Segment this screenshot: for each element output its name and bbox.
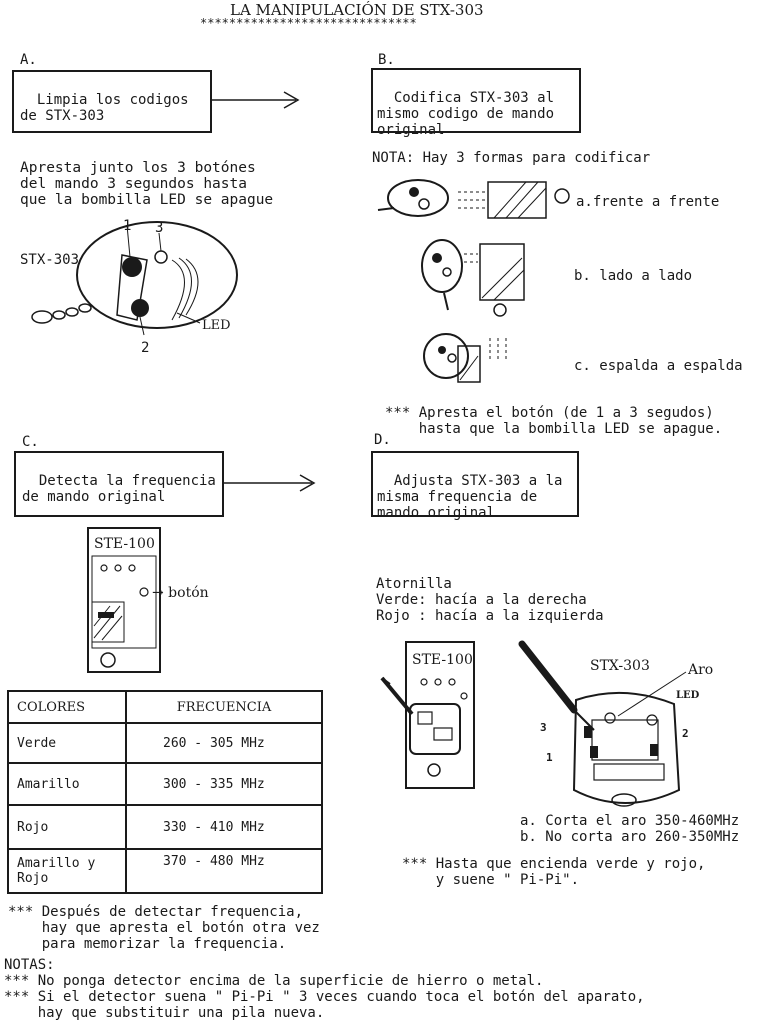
table-cell-color: Verde — [7, 722, 127, 764]
notas-heading: NOTAS: — [4, 957, 55, 973]
notas-lines: *** No ponga detector encima de la super… — [4, 973, 645, 1021]
step-a-letter: A. — [20, 52, 37, 68]
step-b-note: *** Apresta el botón (de 1 a 3 segudos) … — [385, 405, 723, 437]
stx303-open-label: STX-303 — [590, 658, 650, 674]
step-d-note: *** Hasta que encienda verde y rojo, y s… — [402, 856, 706, 888]
table-row: Amarillo y Rojo 370 - 480 MHz — [7, 848, 323, 894]
step-d-box: Adjusta STX-303 a la misma frequencia de… — [371, 451, 579, 521]
step-a-box: Limpia los codigos de STX-303 — [12, 70, 212, 133]
table-cell-frequency: 260 - 305 MHz — [125, 722, 323, 764]
frequency-table: COLORES FRECUENCIA Verde 260 - 305 MHz A… — [7, 690, 323, 894]
step-c-box: Detecta la frequencia de mando original — [14, 451, 224, 517]
led-open-label: LED — [676, 690, 700, 701]
ste100-detector-icon — [87, 527, 161, 673]
page-title: LA MANIPULACIÓN DE STX-303 — [230, 1, 484, 19]
step-c-letter: C. — [22, 434, 39, 450]
table-cell-frequency: 370 - 480 MHz — [125, 848, 323, 894]
arrow-a-to-b-icon — [212, 91, 300, 109]
open-button-3-label: 3 — [540, 721, 547, 734]
arrow-c-to-d-icon — [224, 474, 316, 492]
button-1-label: 1 — [123, 218, 132, 234]
table-row: Rojo 330 - 410 MHz — [7, 804, 323, 850]
table-cell-frequency: 330 - 410 MHz — [125, 804, 323, 850]
stx303-remote-icon — [31, 221, 238, 336]
table-cell-color: Rojo — [7, 804, 127, 850]
ste100-label: STE-100 — [94, 536, 155, 552]
step-b-box-text: Codifica STX-303 al mismo codigo de mand… — [377, 90, 555, 138]
method-a-label: a.frente a frente — [576, 194, 720, 210]
led-label: LED — [202, 318, 231, 333]
table-cell-color: Amarillo y Rojo — [7, 848, 127, 894]
open-button-2-label: 2 — [682, 727, 689, 740]
button-3-label: 3 — [155, 220, 164, 236]
table-row: Amarillo 300 - 335 MHz — [7, 762, 323, 806]
ste100-adjust-icon — [380, 641, 475, 789]
step-d-box-text: Adjusta STX-303 a la misma frequencia de… — [377, 473, 563, 521]
table-cell-color: Amarillo — [7, 762, 127, 806]
step-a-box-text: Limpia los codigos de STX-303 — [20, 92, 189, 124]
button-2-label: 2 — [141, 340, 150, 356]
step-d-instructions: Atornilla Verde: hacía a la derecha Rojo… — [376, 576, 604, 624]
face-to-face-diagram-icon — [377, 179, 570, 219]
side-by-side-diagram-icon — [421, 239, 525, 317]
table-header-row: COLORES FRECUENCIA — [7, 690, 323, 724]
step-c-box-text: Detecta la frequencia de mando original — [22, 473, 216, 505]
table-row: Verde 260 - 305 MHz — [7, 722, 323, 764]
step-b-letter: B. — [378, 52, 395, 68]
back-to-back-diagram-icon — [423, 333, 507, 383]
column-header: COLORES — [7, 690, 127, 724]
method-c-label: c. espalda a espalda — [574, 358, 743, 374]
ste100-adjust-label: STE-100 — [412, 652, 473, 668]
method-b-label: b. lado a lado — [574, 268, 693, 284]
stx303-open-icon — [518, 640, 687, 807]
step-b-box: Codifica STX-303 al mismo codigo de mand… — [371, 68, 581, 138]
column-header: FRECUENCIA — [125, 690, 323, 724]
step-b-nota: NOTA: Hay 3 formas para codificar — [372, 150, 651, 166]
aro-label: Aro — [688, 662, 714, 678]
stx303-label: STX-303 — [20, 252, 80, 268]
button-pointer-label: → botón — [152, 585, 209, 601]
open-button-1-label: 1 — [546, 751, 553, 764]
cut-ring-notes: a. Corta el aro 350-460MHz b. No corta a… — [520, 813, 740, 845]
step-d-letter: D. — [374, 432, 391, 448]
step-a-instructions: Apresta junto los 3 botónes del mando 3 … — [20, 160, 274, 208]
title-rule: ****************************** — [200, 16, 417, 30]
table-cell-frequency: 300 - 335 MHz — [125, 762, 323, 806]
step-c-note: *** Después de detectar frequencia, hay … — [8, 904, 320, 952]
